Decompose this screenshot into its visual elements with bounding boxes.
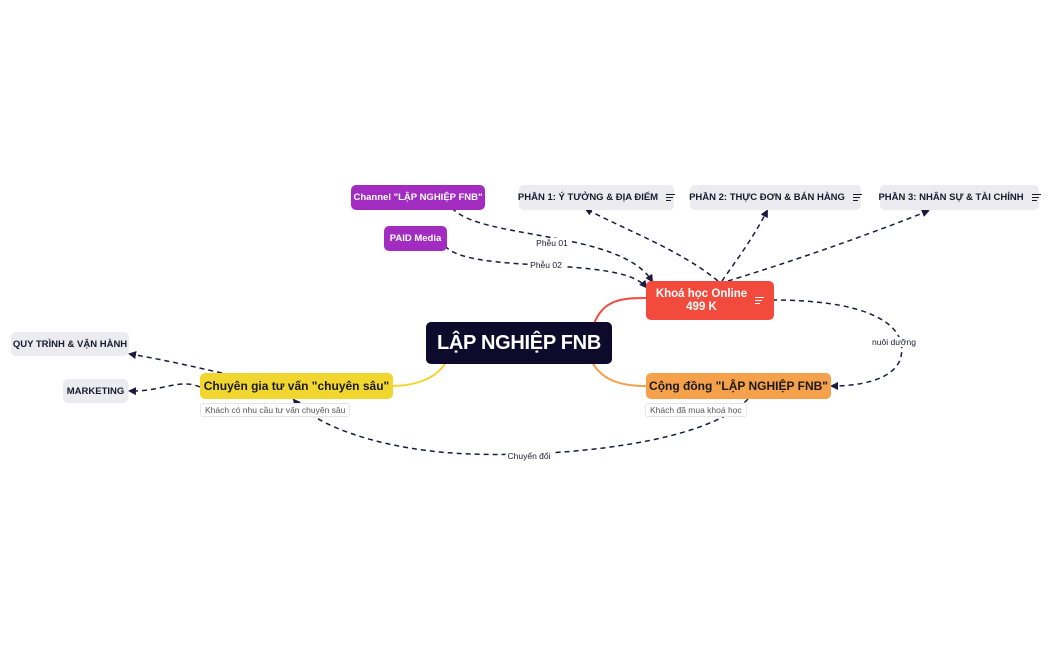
root-node[interactable]: LẬP NGHIỆP FNB (426, 322, 612, 364)
part-3-node[interactable]: PHẦN 3: NHÂN SỰ & TÀI CHÍNH (878, 185, 1041, 210)
channel-label: Channel "LẬP NGHIỆP FNB" (353, 192, 483, 203)
funnel-02-label: Phễu 02 (528, 260, 564, 270)
consult-node[interactable]: Chuyên gia tư vấn "chuyên sâu" (200, 373, 393, 399)
community-note: Khách đã mua khoá học (645, 403, 747, 417)
notes-icon[interactable] (852, 192, 862, 202)
part-3-label: PHẦN 3: NHÂN SỰ & TÀI CHÍNH (878, 192, 1024, 203)
nurture-label: nuôi dưỡng (870, 337, 918, 347)
funnel-01-connector (451, 207, 654, 283)
funnel-01-label: Phễu 01 (534, 238, 570, 248)
course-label: Khoá học Online 499 K (655, 287, 748, 313)
convert-label: Chuyển đổi (505, 451, 553, 461)
consult-note: Khách có nhu cầu tư vấn chuyên sâu (200, 403, 351, 417)
branch-line-consult (391, 361, 447, 387)
part-3-connector (727, 209, 930, 282)
part-1-label: PHẦN 1: Ý TƯỞNG & ĐỊA ĐIỂM (517, 192, 659, 203)
notes-icon[interactable] (1031, 192, 1041, 202)
notes-icon[interactable] (755, 295, 765, 305)
process-label: QUY TRÌNH & VẬN HÀNH (12, 338, 128, 350)
consult-label: Chuyên gia tư vấn "chuyên sâu" (203, 379, 390, 393)
marketing-node[interactable]: MARKETING (63, 379, 128, 403)
nurture-connector (771, 299, 903, 390)
course-node[interactable]: Khoá học Online 499 K (646, 281, 774, 320)
community-label: Cộng đồng "LẬP NGHIỆP FNB" (649, 379, 828, 393)
consult-to-process-connector (128, 351, 223, 374)
paid-media-node[interactable]: PAID Media (384, 226, 447, 251)
part-1-node[interactable]: PHẦN 1: Ý TƯỞNG & ĐỊA ĐIỂM (517, 185, 676, 210)
part-1-connector (584, 208, 719, 282)
convert-connector (292, 398, 749, 456)
part-2-connector (721, 209, 768, 282)
paid-media-label: PAID Media (389, 233, 442, 244)
consult-to-marketing-connector (128, 383, 201, 396)
part-2-node[interactable]: PHẦN 2: THỰC ĐƠN & BÁN HÀNG (689, 185, 862, 210)
part-2-label: PHẦN 2: THỰC ĐƠN & BÁN HÀNG (689, 192, 845, 203)
notes-icon[interactable] (666, 192, 676, 202)
branch-line-community (591, 361, 647, 387)
process-node[interactable]: QUY TRÌNH & VẬN HÀNH (11, 332, 129, 356)
marketing-label: MARKETING (66, 385, 125, 397)
channel-node[interactable]: Channel "LẬP NGHIỆP FNB" (351, 185, 485, 210)
root-label: LẬP NGHIỆP FNB (437, 331, 601, 354)
community-node[interactable]: Cộng đồng "LẬP NGHIỆP FNB" (646, 373, 831, 399)
